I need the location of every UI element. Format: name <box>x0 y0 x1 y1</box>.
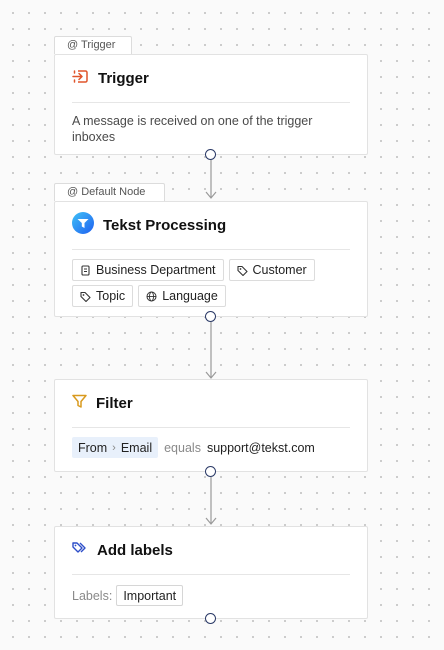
chip-customer[interactable]: Customer <box>228 259 315 281</box>
chip-language[interactable]: Language <box>138 285 226 307</box>
add-labels-title: Add labels <box>97 542 173 559</box>
default-node-tab: @ Default Node <box>54 183 165 201</box>
processing-output-port[interactable] <box>205 311 216 322</box>
trigger-node[interactable]: Trigger A message is received on one of … <box>54 54 368 155</box>
filter-output-port[interactable] <box>205 466 216 477</box>
chip-topic[interactable]: Topic <box>72 285 134 307</box>
tekst-processing-node[interactable]: Tekst Processing Business Department Cus… <box>54 201 368 317</box>
filter-value: support@tekst.com <box>206 440 315 455</box>
filter-node[interactable]: Filter From › Email equals support@tekst… <box>54 379 368 472</box>
labels-output-port[interactable] <box>205 613 216 624</box>
filter-field-email: Email <box>120 440 153 455</box>
tekst-logo-icon <box>72 212 94 239</box>
trigger-node-tab: @ Trigger <box>54 36 132 54</box>
chevron-right-icon: › <box>112 441 116 454</box>
connector-processing-to-filter <box>205 322 217 379</box>
filter-divider <box>72 427 350 428</box>
output-chips: Business Department Customer Topic <box>55 250 345 307</box>
chip-label: Topic <box>96 289 126 303</box>
label-chip-important[interactable]: Important <box>116 585 184 606</box>
filter-title: Filter <box>96 395 133 412</box>
trigger-description: A message is received on one of the trig… <box>72 114 313 144</box>
add-labels-node[interactable]: Add labels Labels: Important <box>54 526 368 619</box>
funnel-icon <box>72 394 87 414</box>
filter-field-pill[interactable]: From › Email <box>72 437 159 458</box>
tags-icon <box>72 541 88 560</box>
filter-condition[interactable]: From › Email equals support@tekst.com <box>55 428 367 458</box>
chip-label: Business Department <box>96 263 216 277</box>
connector-filter-to-labels <box>205 477 217 525</box>
department-icon <box>80 264 91 276</box>
chip-label: Customer <box>252 263 307 277</box>
processing-divider <box>72 249 350 250</box>
labels-row: Labels: Important <box>55 575 367 606</box>
filter-field-from: From <box>78 440 108 455</box>
chip-label: Language <box>162 289 218 303</box>
trigger-output-port[interactable] <box>205 149 216 160</box>
chip-business-department[interactable]: Business Department <box>72 259 224 281</box>
trigger-divider <box>72 102 350 103</box>
label-chip-text: Important <box>123 588 177 603</box>
trigger-title: Trigger <box>98 70 149 87</box>
inbox-enter-icon <box>72 69 89 89</box>
filter-operator: equals <box>164 440 201 455</box>
labels-divider <box>72 574 350 575</box>
tekst-processing-title: Tekst Processing <box>103 217 227 234</box>
tag-icon <box>236 265 248 276</box>
default-node-tab-label: @ Default Node <box>67 186 146 198</box>
globe-icon <box>146 291 157 302</box>
connector-trigger-to-processing <box>205 160 217 199</box>
tag-icon <box>80 291 91 302</box>
labels-prefix: Labels: <box>72 588 113 603</box>
trigger-tab-label: @ Trigger <box>67 39 116 51</box>
